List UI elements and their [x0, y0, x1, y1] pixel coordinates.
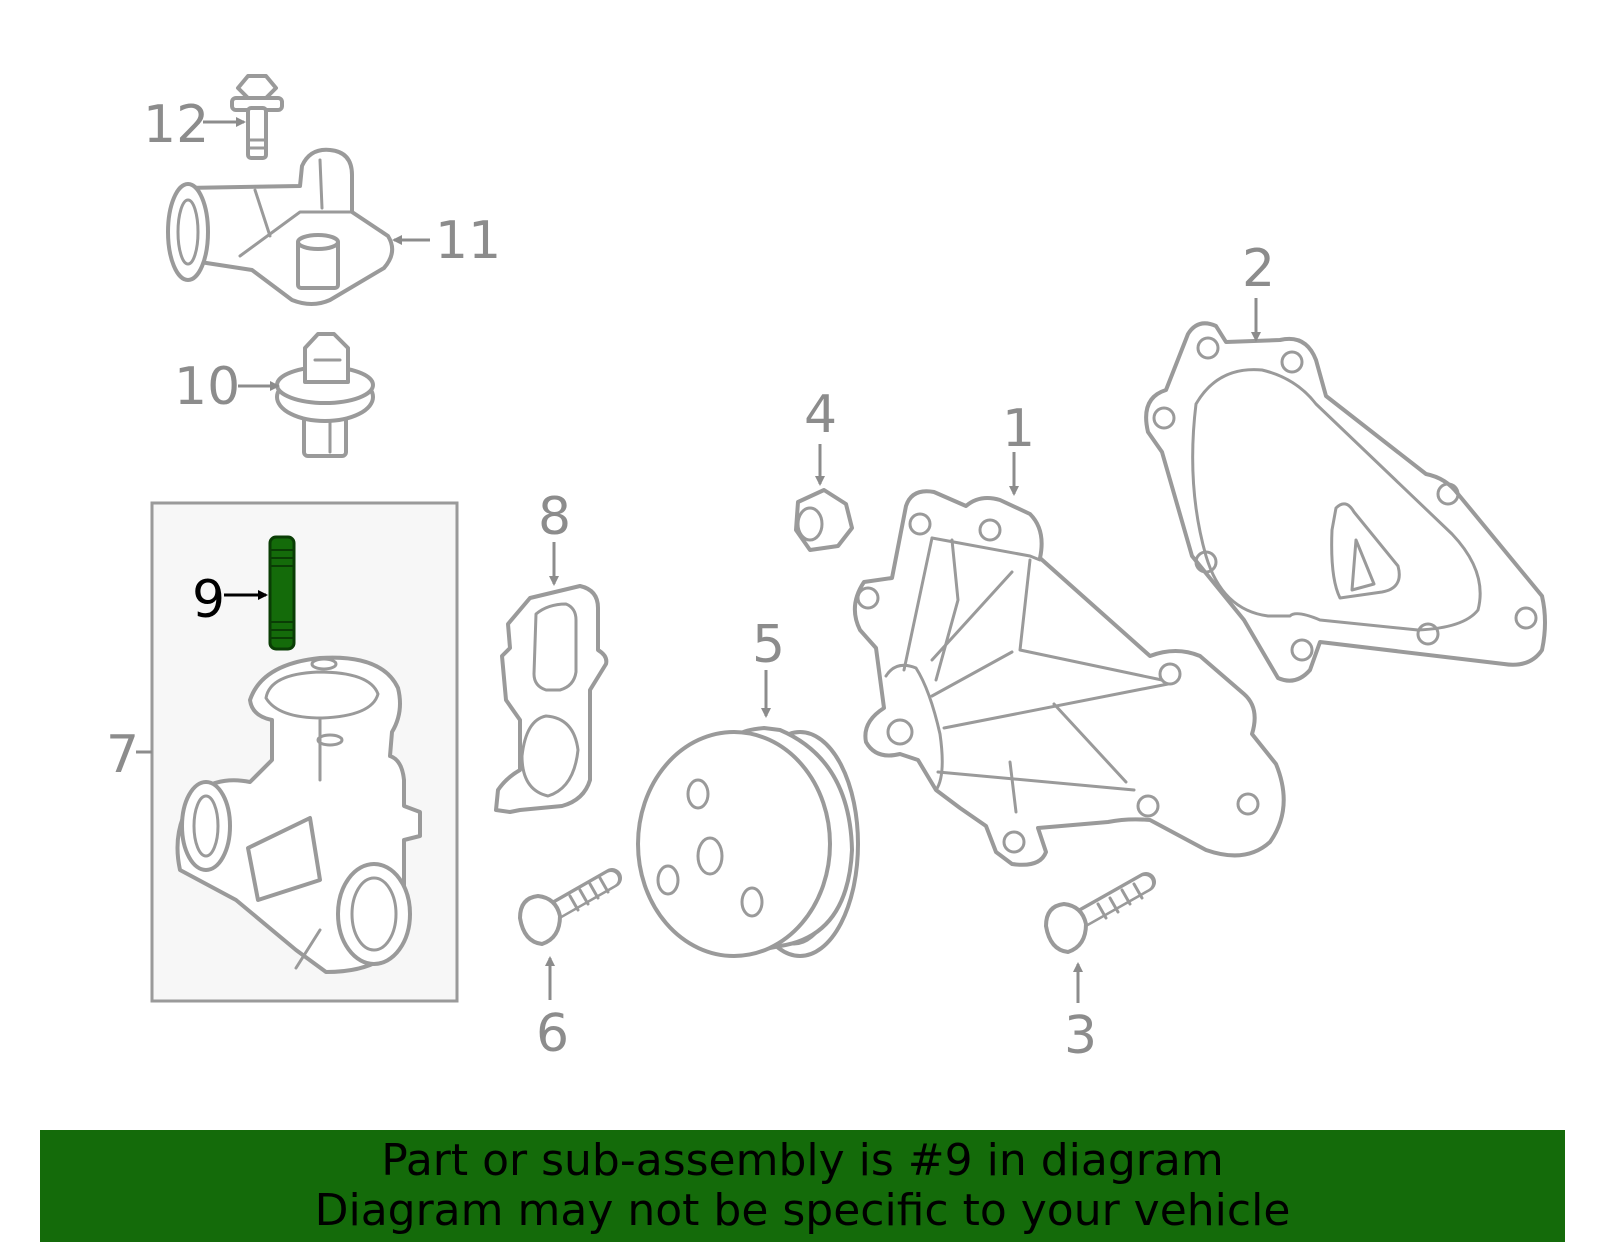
part-7-housing: [175, 655, 422, 974]
part-2-gasket: [1144, 321, 1547, 683]
part-12-bolt: [230, 74, 284, 160]
callout-5[interactable]: 5: [752, 615, 785, 675]
part-8-gasket: [494, 584, 609, 814]
callout-9[interactable]: 9: [192, 570, 225, 630]
part-5-pulley: [636, 726, 860, 958]
callout-2[interactable]: 2: [1242, 239, 1275, 299]
part-3-bolt: [1044, 872, 1156, 954]
part-4-nut: [794, 488, 854, 552]
part-10-thermostat: [275, 332, 375, 458]
banner-line-1: Part or sub-assembly is #9 in diagram: [381, 1135, 1224, 1186]
callout-12[interactable]: 12: [143, 95, 209, 155]
callout-10[interactable]: 10: [174, 357, 240, 417]
part-6-bolt: [518, 868, 622, 946]
callout-8[interactable]: 8: [538, 487, 571, 547]
callout-7[interactable]: 7: [106, 725, 139, 785]
callout-3[interactable]: 3: [1064, 1006, 1097, 1066]
callout-11[interactable]: 11: [435, 211, 501, 271]
part-9-stud[interactable]: [268, 535, 296, 651]
part-11-outlet: [166, 147, 395, 306]
banner-line-2: Diagram may not be specific to your vehi…: [314, 1185, 1291, 1236]
info-banner: Part or sub-assembly is #9 in diagram Di…: [40, 1130, 1565, 1242]
callout-6[interactable]: 6: [536, 1004, 569, 1064]
part-1-water-pump: [852, 489, 1286, 867]
callout-1[interactable]: 1: [1002, 399, 1035, 459]
callout-4[interactable]: 4: [804, 385, 837, 445]
